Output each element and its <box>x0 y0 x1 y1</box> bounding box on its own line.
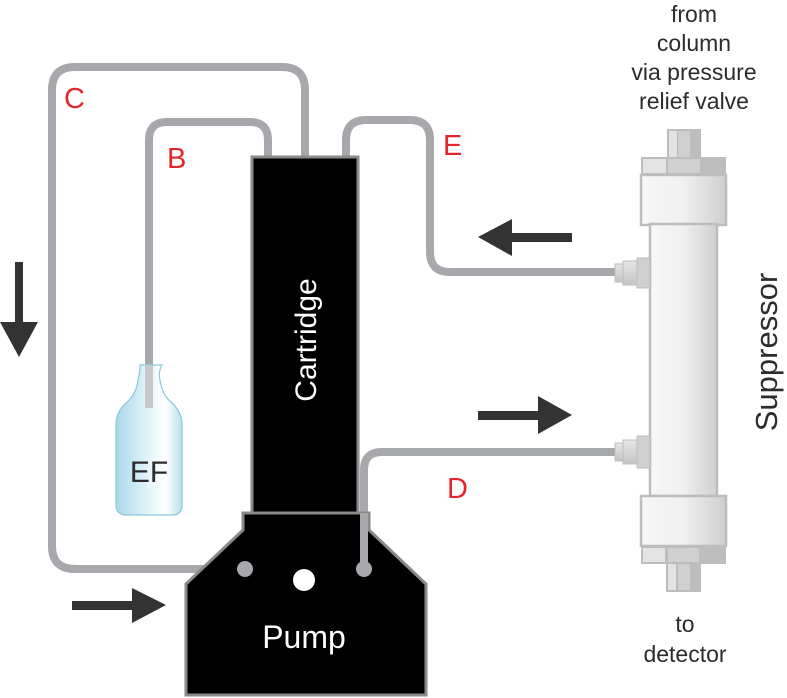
pump-port-right <box>356 561 372 577</box>
suppressor: Suppressor <box>614 129 784 592</box>
tube-label-c: C <box>64 83 85 115</box>
annotation-line: to <box>675 611 694 637</box>
pump-port-left <box>237 561 253 577</box>
arrow-right-icon <box>478 396 572 434</box>
annotation-line: column <box>657 30 731 56</box>
pump: Pump <box>184 511 428 697</box>
arrow-right-icon <box>72 588 166 623</box>
eluent-bottle: EF <box>115 364 183 516</box>
tube-e <box>342 116 615 276</box>
pump-label: Pump <box>262 619 346 655</box>
tube-c <box>48 63 309 573</box>
annotation-line: from <box>671 1 717 27</box>
suppressor-upper-port <box>614 257 651 289</box>
tube-label-d: D <box>447 473 468 505</box>
tube-d <box>360 448 615 569</box>
arrow-down-icon <box>0 262 38 357</box>
bottle-tube-inlet <box>145 365 153 408</box>
tube-label-b: B <box>167 143 186 175</box>
bottle-label: EF <box>130 456 168 489</box>
annotation-line: relief valve <box>639 88 749 114</box>
cartridge: Cartridge <box>250 155 360 517</box>
suppressor-label: Suppressor <box>749 273 784 432</box>
annotation-line: detector <box>643 641 726 667</box>
cartridge-label: Cartridge <box>290 278 323 401</box>
annotation-line: via pressure <box>631 59 756 85</box>
tube-label-e: E <box>443 130 462 162</box>
arrow-left-icon <box>478 219 572 256</box>
annotation-from-column: from column via pressure relief valve <box>631 1 756 114</box>
suppressor-lower-port <box>614 435 651 469</box>
annotation-to-detector: to detector <box>643 611 726 667</box>
pump-center-port <box>293 569 315 591</box>
tube-b <box>145 118 272 408</box>
suppressor-body <box>648 222 719 498</box>
